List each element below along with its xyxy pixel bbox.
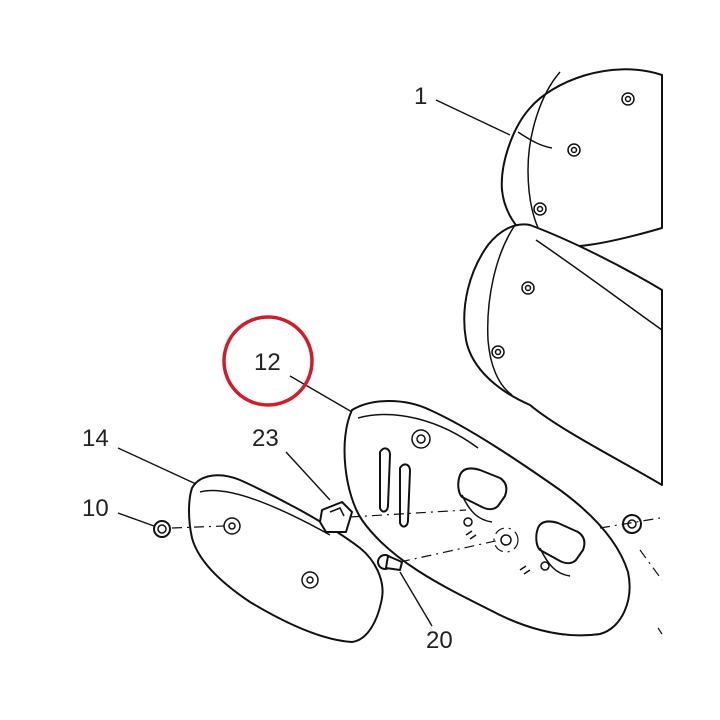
silencer-upper <box>500 68 663 248</box>
callout-1: 1 <box>414 83 427 110</box>
assembly-lines <box>171 509 663 635</box>
silencer-lower <box>463 223 663 486</box>
bolt <box>377 554 403 571</box>
callout-20: 20 <box>426 627 453 654</box>
callout-labels: 1 12 14 23 10 20 <box>82 83 453 654</box>
callout-23: 23 <box>252 425 279 452</box>
clip-nut <box>319 501 353 533</box>
heat-shield <box>343 400 631 637</box>
flange-nut <box>153 520 171 538</box>
callout-12: 12 <box>254 349 281 376</box>
callout-10: 10 <box>82 495 109 522</box>
highlight-circle <box>222 315 314 407</box>
callout-14: 14 <box>82 425 109 452</box>
cover-plate <box>188 474 384 643</box>
leader-lines <box>117 99 511 627</box>
